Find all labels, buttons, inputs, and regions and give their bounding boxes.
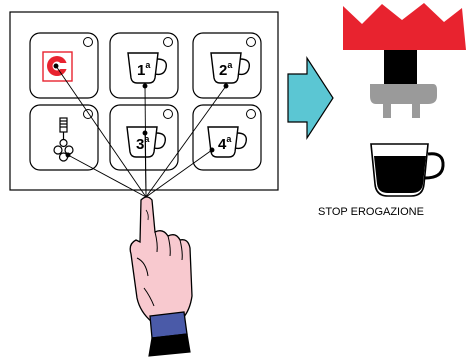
right-arrow-icon xyxy=(287,55,334,141)
dose-4-label: 4a xyxy=(218,134,232,153)
dose-2-label: 2a xyxy=(219,60,233,79)
dose-3-button[interactable]: 3a xyxy=(109,104,179,171)
dose-3-label: 3a xyxy=(136,134,150,153)
cup-icon xyxy=(127,52,167,84)
stop-dispensing-label: STOP EROGAZIONE xyxy=(318,206,424,218)
pointing-hand-icon xyxy=(129,196,193,357)
pointer-lines xyxy=(53,63,229,198)
dose-1-button[interactable]: 1a xyxy=(109,32,179,99)
dose-4-button[interactable]: 4a xyxy=(192,104,262,171)
dose-1-label: 1a xyxy=(137,60,151,79)
dose-2-button[interactable]: 2a xyxy=(192,32,262,99)
espresso-cup-icon xyxy=(370,143,445,197)
steam-button[interactable] xyxy=(29,104,99,171)
cup-icon xyxy=(207,126,247,158)
continuous-dispense-button[interactable] xyxy=(29,32,99,99)
group-head-icon xyxy=(343,3,466,118)
cup-icon xyxy=(210,52,250,84)
cup-icon xyxy=(126,126,166,158)
